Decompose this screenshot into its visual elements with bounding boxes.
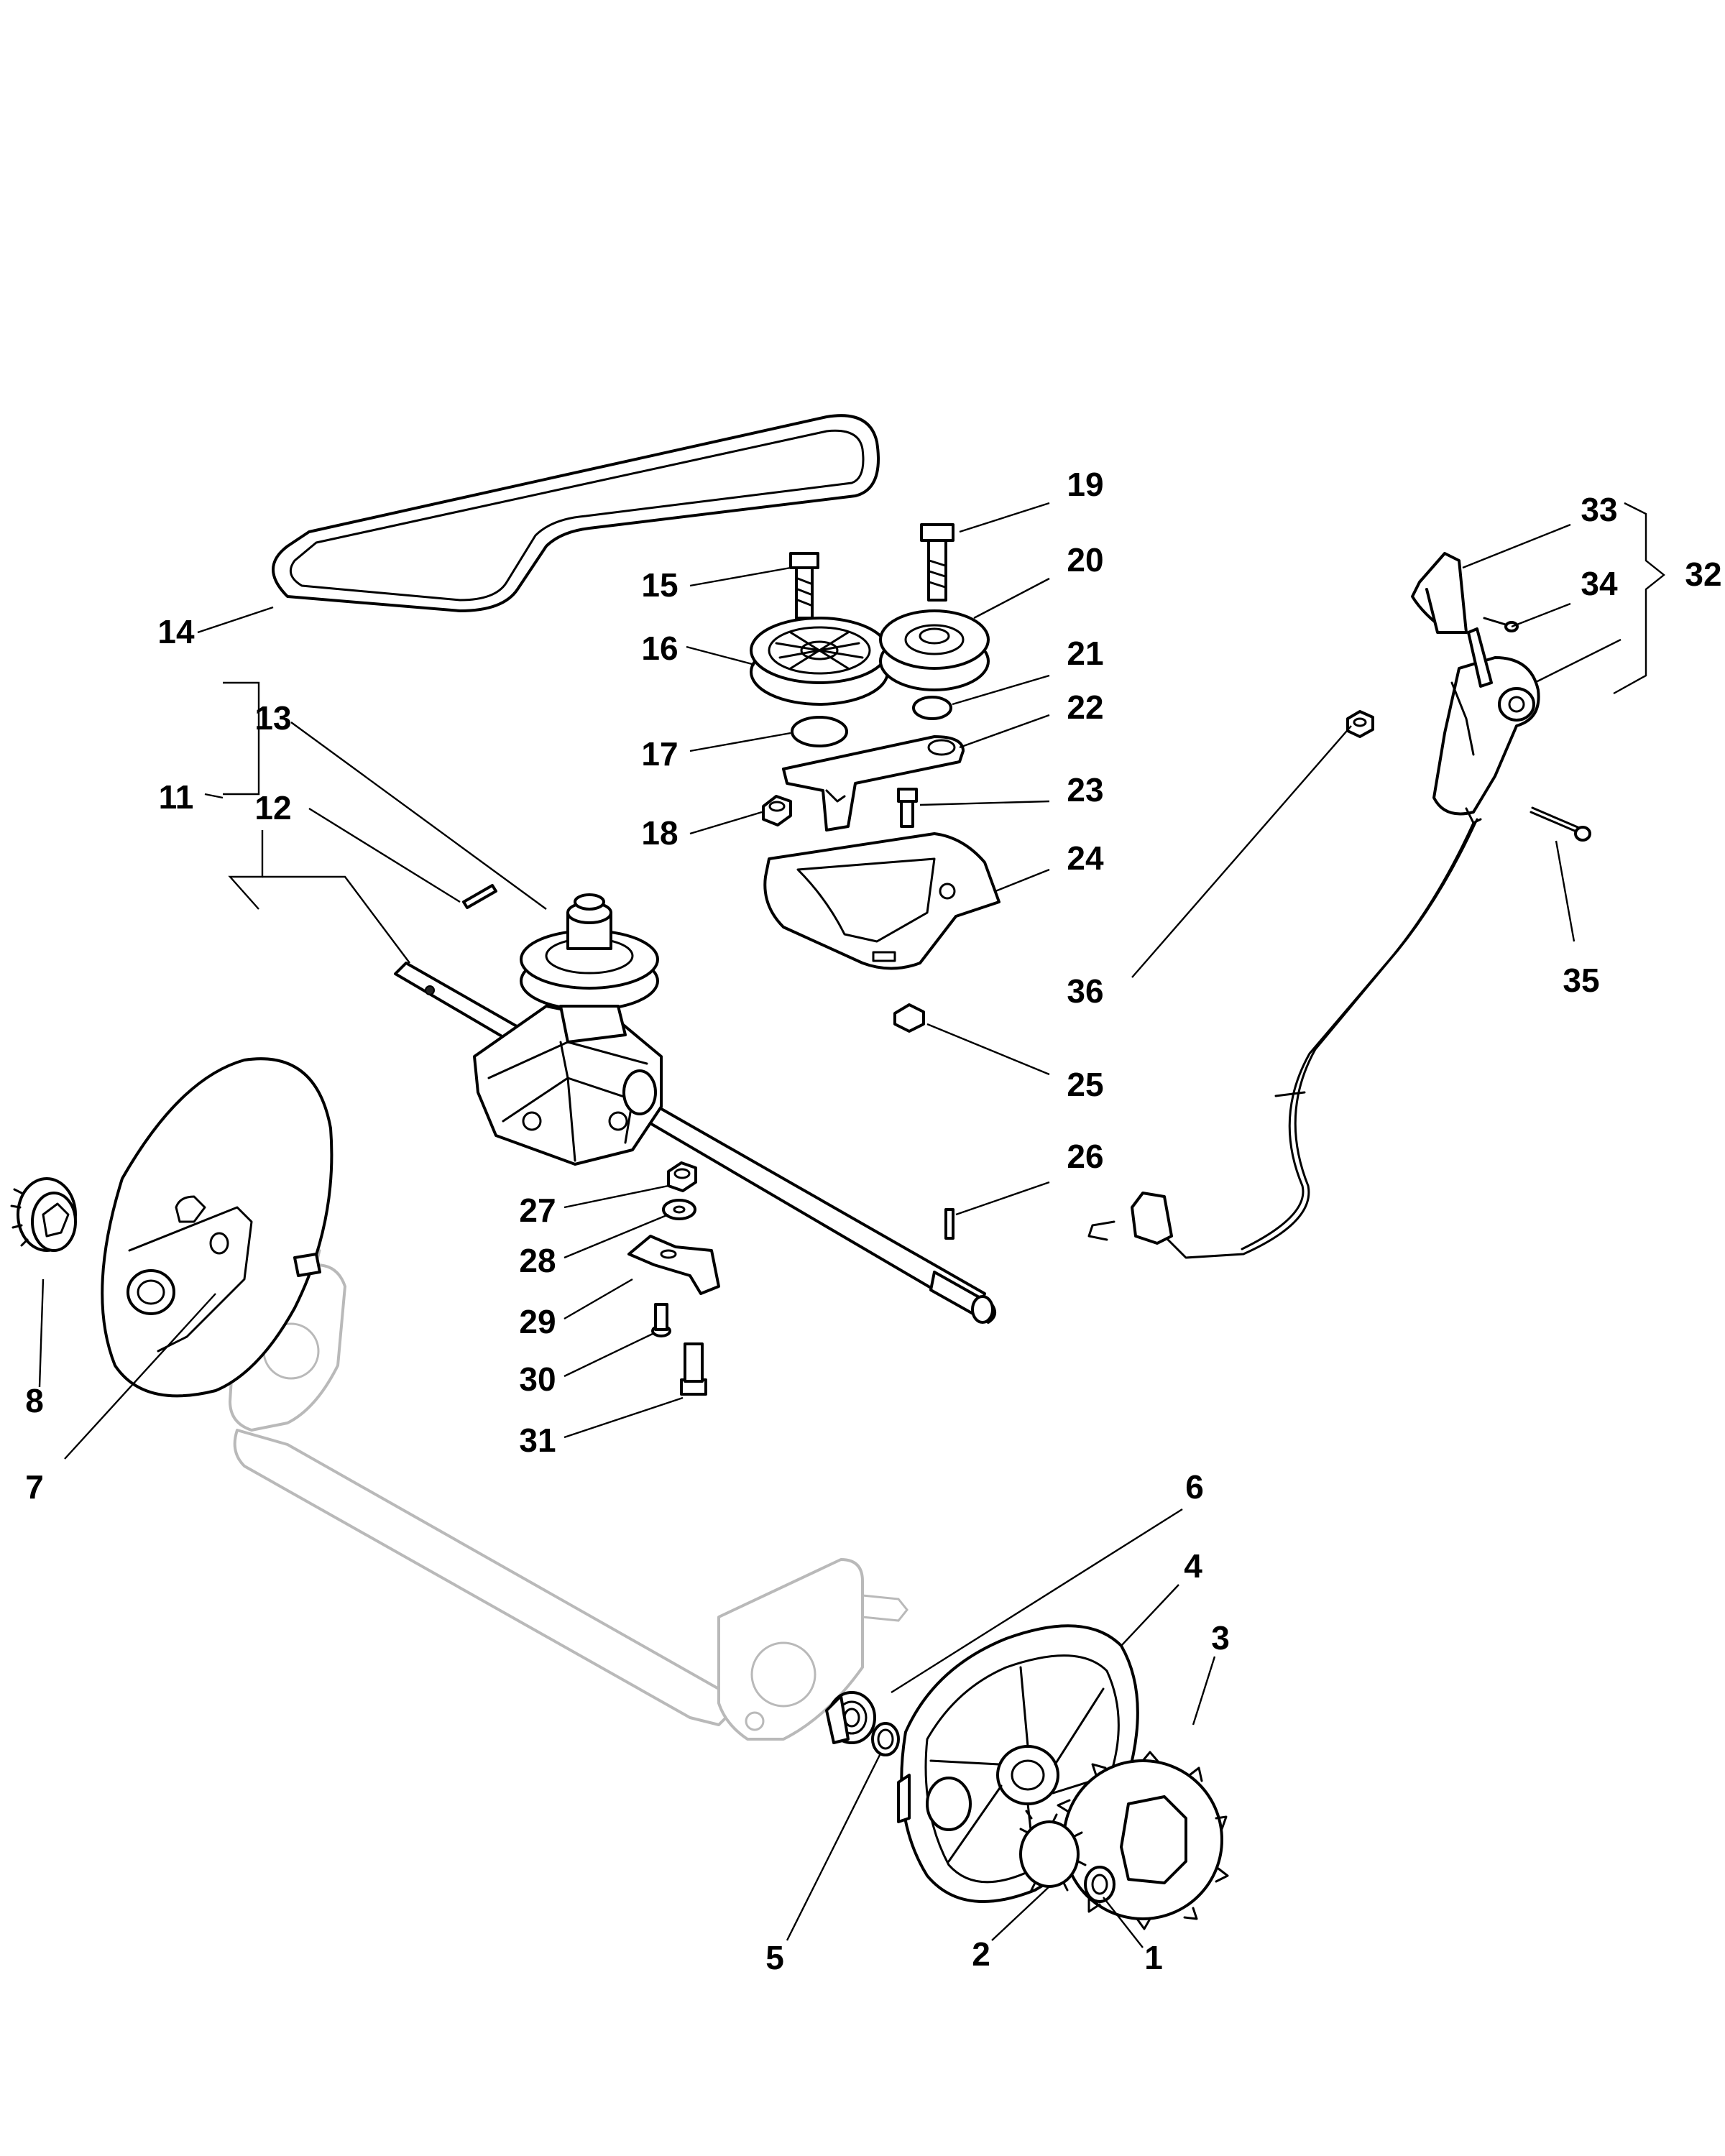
callout-32: 32 bbox=[1685, 556, 1721, 593]
callout-36: 36 bbox=[1067, 972, 1103, 1010]
callout-33: 33 bbox=[1581, 491, 1617, 528]
nut-36 bbox=[1346, 710, 1374, 738]
callout-6: 6 bbox=[1185, 1468, 1204, 1506]
callout-5: 5 bbox=[765, 1939, 784, 1976]
nut-25 bbox=[893, 1003, 925, 1033]
callout-34: 34 bbox=[1581, 565, 1618, 602]
gearbox-assembly bbox=[394, 893, 996, 1324]
callout-12: 12 bbox=[254, 789, 291, 826]
screw-35 bbox=[1530, 806, 1591, 842]
callout-23: 23 bbox=[1067, 771, 1103, 808]
bracket-29 bbox=[627, 1235, 720, 1295]
callout-31: 31 bbox=[519, 1422, 556, 1459]
callout-35: 35 bbox=[1563, 962, 1599, 999]
wheel-cover-7 bbox=[101, 1057, 334, 1398]
callout-13: 13 bbox=[254, 699, 291, 737]
callout-11: 11 bbox=[159, 778, 194, 816]
idler-pulley-right bbox=[879, 523, 990, 691]
pin-12 bbox=[462, 884, 497, 909]
ghost-axle-frame bbox=[229, 1234, 908, 1741]
callout-28: 28 bbox=[519, 1242, 556, 1279]
callout-2: 2 bbox=[972, 1935, 990, 1973]
callout-29: 29 bbox=[519, 1303, 556, 1340]
callout-20: 20 bbox=[1067, 541, 1103, 579]
callout-27: 27 bbox=[519, 1192, 556, 1229]
washer-28 bbox=[662, 1199, 696, 1220]
callout-18: 18 bbox=[641, 814, 678, 852]
bolt-23 bbox=[897, 788, 918, 828]
callout-3: 3 bbox=[1211, 1619, 1230, 1657]
idler-pulley-left bbox=[750, 552, 889, 706]
callout-15: 15 bbox=[641, 566, 678, 604]
callout-19: 19 bbox=[1067, 466, 1103, 503]
callout-4: 4 bbox=[1184, 1547, 1202, 1585]
callout-24: 24 bbox=[1067, 839, 1104, 877]
callout-14: 14 bbox=[157, 613, 195, 650]
callout-25: 25 bbox=[1067, 1066, 1103, 1103]
drive-belt bbox=[272, 414, 880, 612]
callout-1: 1 bbox=[1144, 1939, 1163, 1976]
washer-17 bbox=[791, 716, 848, 747]
screw-34 bbox=[1483, 617, 1519, 632]
callout-22: 22 bbox=[1067, 688, 1103, 726]
pin-26 bbox=[944, 1208, 954, 1240]
callout-labels: 1 2 3 4 5 6 7 8 11 12 13 14 15 16 17 18 … bbox=[25, 466, 1721, 1976]
nut-18 bbox=[762, 795, 792, 826]
callout-16: 16 bbox=[641, 630, 678, 667]
bracket-22 bbox=[782, 735, 965, 831]
callout-30: 30 bbox=[519, 1360, 556, 1398]
nut-27 bbox=[667, 1161, 697, 1192]
screw-30 bbox=[651, 1303, 671, 1337]
callout-26: 26 bbox=[1067, 1138, 1103, 1175]
bearing-6 bbox=[825, 1691, 876, 1744]
callout-17: 17 bbox=[641, 735, 678, 773]
washer-21 bbox=[912, 696, 952, 720]
drive-lever-assembly bbox=[1087, 552, 1540, 1259]
ring-1 bbox=[1084, 1866, 1116, 1903]
leader-lines bbox=[38, 502, 1665, 1948]
pinion-2 bbox=[1019, 1810, 1087, 1892]
callout-21: 21 bbox=[1067, 635, 1103, 672]
plate-24 bbox=[763, 832, 1000, 970]
pinion-8 bbox=[10, 1177, 77, 1252]
callout-8: 8 bbox=[25, 1382, 44, 1419]
callout-7: 7 bbox=[25, 1468, 44, 1506]
washer-5 bbox=[871, 1722, 900, 1756]
bolt-31 bbox=[680, 1342, 707, 1396]
